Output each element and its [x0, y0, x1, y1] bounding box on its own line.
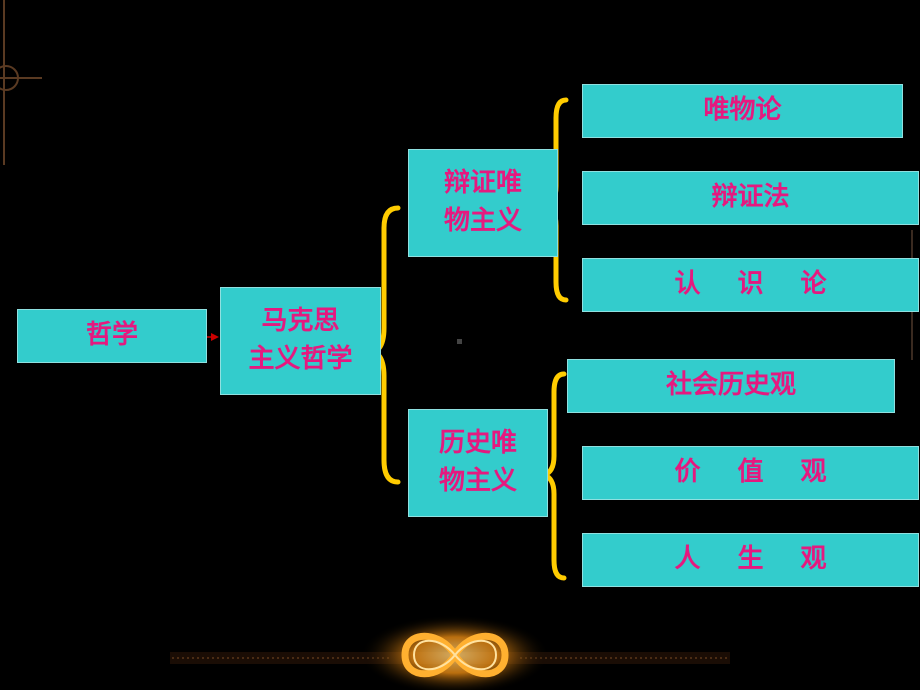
infinity-logo: [360, 615, 550, 690]
node-materialism-label: 唯物论: [703, 95, 782, 126]
node-social-history-view-label: 社会历史观: [665, 370, 796, 401]
node-epistemology-label: 认 识 论: [674, 269, 841, 300]
crosshair-ornament: [0, 0, 42, 165]
node-historical-materialism-label: 历史唯 物主义: [438, 428, 517, 496]
node-life-view: 人 生 观: [582, 533, 919, 587]
center-dot: [457, 339, 462, 344]
node-dialectics-label: 辩证法: [711, 182, 790, 213]
node-philosophy-label: 哲学: [85, 320, 138, 351]
node-dialectical-materialism-label: 辩证唯 物主义: [443, 168, 522, 236]
node-social-history-view: 社会历史观: [567, 359, 895, 413]
node-values-view: 价 值 观: [582, 446, 919, 500]
node-materialism: 唯物论: [582, 84, 903, 138]
node-life-view-label: 人 生 观: [674, 544, 841, 575]
node-historical-materialism: 历史唯 物主义: [408, 409, 548, 517]
node-marxist-philosophy-label: 马克思 主义哲学: [248, 306, 353, 374]
node-philosophy: 哲学: [17, 309, 207, 363]
node-epistemology: 认 识 论: [582, 258, 919, 312]
node-marxist-philosophy: 马克思 主义哲学: [220, 287, 381, 395]
node-dialectics: 辩证法: [582, 171, 919, 225]
node-values-view-label: 价 值 观: [674, 457, 841, 488]
node-dialectical-materialism: 辩证唯 物主义: [408, 149, 558, 257]
